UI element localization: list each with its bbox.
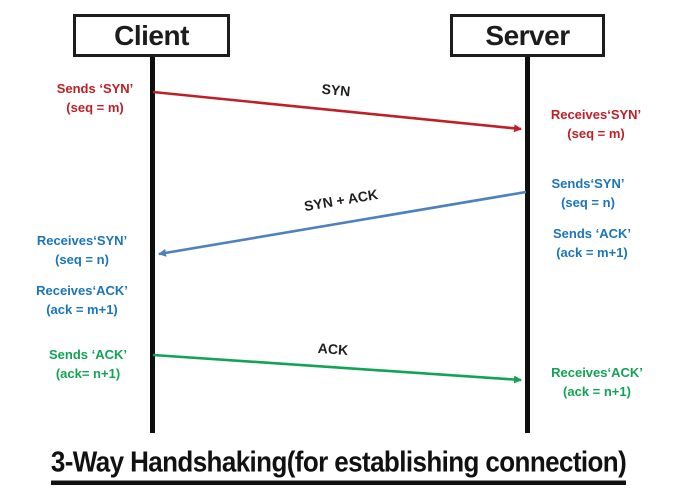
client-actor-box: Client	[73, 14, 230, 57]
server-actor-box: Server	[450, 14, 605, 57]
note-line: Sends‘SYN’	[551, 176, 625, 191]
note-line: (seq = m)	[66, 100, 124, 115]
client-lifeline	[150, 57, 155, 433]
client-receives-syn-note: Receives‘SYN’ (seq = n)	[20, 231, 144, 269]
client-actor-label: Client	[114, 19, 189, 51]
note-line: Sends ‘ACK’	[552, 226, 631, 241]
note-line: Receives‘ACK’	[36, 283, 128, 298]
note-line: Sends ‘ACK’	[48, 347, 127, 362]
note-line: (ack = n+1)	[563, 384, 631, 399]
diagram-title-bar: 3-Way Handshaking(for establishing conne…	[0, 445, 677, 485]
note-line: (ack = m+1)	[556, 245, 628, 260]
ack-message-label: ACK	[317, 339, 349, 359]
note-line: Receives‘SYN’	[36, 233, 128, 248]
server-receives-syn-note: Receives‘SYN’ (seq = m)	[534, 105, 658, 143]
note-line: (seq = m)	[567, 126, 625, 141]
note-line: (ack = m+1)	[46, 302, 118, 317]
note-line: (seq = n)	[561, 195, 615, 210]
client-receives-ack-note: Receives‘ACK’ (ack = m+1)	[20, 281, 144, 319]
note-line: (seq = n)	[55, 252, 109, 267]
diagram-title: 3-Way Handshaking(for establishing conne…	[50, 445, 627, 485]
server-sends-syn-note: Sends‘SYN’ (seq = n)	[526, 174, 650, 212]
note-line: Receives‘ACK’	[551, 365, 643, 380]
syn-ack-message-label: SYN + ACK	[302, 185, 380, 215]
note-line: Sends ‘SYN’	[56, 81, 134, 96]
server-sends-ack-note: Sends ‘ACK’ (ack = m+1)	[530, 224, 654, 262]
syn-message-label: SYN	[320, 80, 352, 100]
client-sends-ack-note: Sends ‘ACK’ (ack= n+1)	[26, 345, 150, 383]
note-line: Receives‘SYN’	[550, 107, 642, 122]
server-lifeline	[525, 57, 530, 433]
ack-arrow	[152, 353, 522, 384]
client-sends-syn-note: Sends ‘SYN’ (seq = m)	[33, 79, 157, 117]
server-actor-label: Server	[485, 19, 570, 51]
note-line: (ack= n+1)	[55, 366, 121, 381]
server-receives-ack-note: Receives‘ACK’ (ack = n+1)	[535, 363, 659, 401]
